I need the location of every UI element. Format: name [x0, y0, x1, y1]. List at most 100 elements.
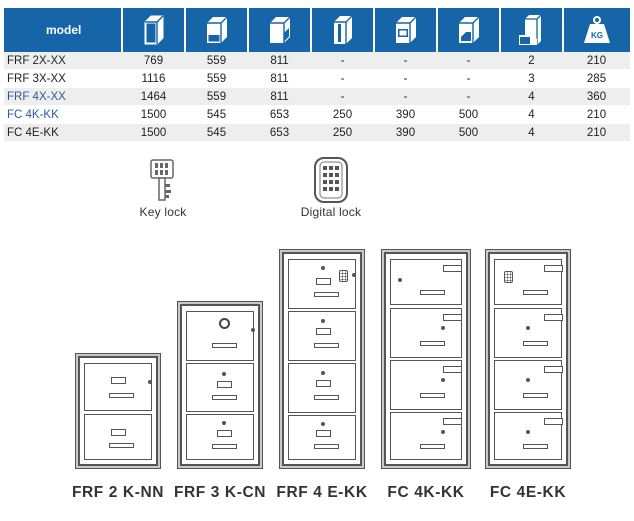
label-holder — [544, 366, 563, 373]
drawer — [494, 308, 563, 358]
cabinet-height-icon — [144, 15, 163, 45]
label-holder — [544, 265, 563, 272]
key-lock-dot — [441, 378, 445, 382]
cell-weight: 210 — [563, 123, 630, 142]
digital-lock-label: Digital lock — [300, 205, 362, 219]
key-lock-dot — [441, 430, 445, 434]
label-holder — [316, 430, 331, 437]
cell-width: 545 — [185, 105, 248, 124]
drawer-count-icon — [518, 14, 541, 45]
weight-icon-text: KG — [591, 31, 603, 40]
cell-drawers: 4 — [500, 87, 563, 106]
drawer-dot — [321, 371, 325, 375]
drawer-handle — [420, 290, 445, 295]
drawer — [390, 360, 462, 410]
drawer-dot — [222, 372, 226, 376]
drawer — [288, 259, 356, 309]
drawer-handle — [314, 292, 339, 297]
cell-height: 1464 — [122, 87, 185, 106]
drawer — [494, 259, 563, 305]
cell-height: 1116 — [122, 69, 185, 88]
cell-inner-height: - — [311, 52, 374, 70]
cabinet-fc-4e — [488, 252, 568, 466]
cell-model: FRF 2X-XX — [4, 52, 122, 70]
key-icon — [150, 159, 174, 201]
col-header-inner-height — [311, 8, 375, 52]
cell-inner-width: - — [374, 87, 437, 106]
cabinet-width-icon — [206, 16, 227, 43]
key-lock-dot — [251, 328, 255, 332]
label-holder — [111, 377, 126, 384]
drawer-dot — [321, 422, 325, 426]
drawer-handle — [523, 290, 548, 295]
digital-keypad-icon — [339, 270, 348, 282]
digital-keypad-icon — [504, 271, 513, 283]
cell-weight: 360 — [563, 87, 630, 106]
cell-depth: 811 — [248, 69, 311, 88]
digital-lock-legend: Digital lock — [291, 156, 371, 219]
cabinet-fc-4k — [384, 252, 468, 466]
cell-inner-width: 390 — [374, 105, 437, 124]
label-holder — [217, 381, 232, 388]
cell-height: 1500 — [122, 105, 185, 124]
col-header-inner-width — [374, 8, 438, 52]
col-header-model: model — [4, 8, 123, 52]
drawer-handle — [523, 444, 548, 449]
drawer — [84, 363, 152, 411]
key-lock-dot — [526, 378, 530, 382]
key-lock-dot — [352, 273, 356, 277]
label-holder — [544, 418, 563, 425]
cabinet-label-frf-4: FRF 4 E-KK — [276, 484, 368, 501]
cell-height: 1500 — [122, 123, 185, 142]
digital-keypad-icon — [314, 157, 348, 203]
cabinet-label-frf-3: FRF 3 K-CN — [173, 484, 267, 501]
label-holder — [443, 265, 462, 272]
label-holder — [316, 380, 331, 387]
cell-inner-height: 250 — [311, 123, 374, 142]
drawer-handle — [420, 341, 445, 346]
drawer — [288, 415, 356, 460]
cell-model[interactable]: FC 4K-KK — [4, 105, 122, 124]
drawer — [288, 311, 356, 361]
drawer — [390, 412, 462, 460]
drawer — [288, 363, 356, 413]
drawer-handle — [212, 343, 237, 348]
combination-dial-icon — [219, 318, 230, 329]
label-holder — [316, 278, 331, 285]
cell-depth: 811 — [248, 52, 311, 70]
drawer-handle — [212, 444, 237, 449]
cabinet-label-fc-4k: FC 4K-KK — [387, 484, 465, 501]
cell-inner-depth: - — [437, 87, 500, 106]
label-holder — [443, 314, 462, 321]
key-lock-label: Key lock — [139, 205, 187, 219]
drawer-handle — [523, 393, 548, 398]
cell-depth: 653 — [248, 105, 311, 124]
inner-width-icon — [395, 16, 416, 43]
key-lock-dot — [398, 278, 402, 282]
key-lock-legend: Key lock — [128, 158, 198, 219]
inner-depth-icon — [458, 16, 479, 43]
drawer — [494, 412, 563, 460]
cabinet-depth-icon — [269, 16, 290, 43]
drawer — [390, 259, 462, 305]
cell-drawers: 4 — [500, 105, 563, 124]
inner-height-icon — [333, 15, 352, 44]
cell-inner-width: - — [374, 52, 437, 70]
cell-inner-depth: - — [437, 69, 500, 88]
col-header-width — [185, 8, 249, 52]
cell-model[interactable]: FRF 4X-XX — [4, 87, 122, 106]
drawer-handle — [314, 444, 339, 449]
col-header-height — [122, 8, 186, 52]
col-header-drawers — [500, 8, 564, 52]
cabinet-frf-4 — [282, 252, 362, 466]
key-lock-dot — [441, 326, 445, 330]
weight-kg-icon: KG — [584, 16, 610, 43]
cell-inner-depth: 500 — [437, 123, 500, 142]
col-header-weight: KG — [563, 8, 630, 52]
